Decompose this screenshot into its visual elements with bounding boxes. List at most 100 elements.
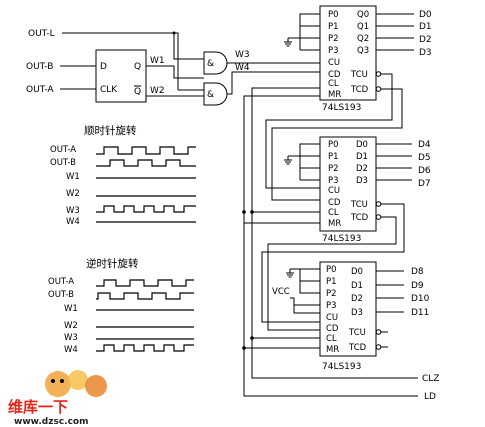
c2-pin-tcd: TCD [350,213,369,223]
c3-pin-cl: CL [326,334,337,344]
cw-wave-out-a [96,146,196,155]
and-gate-2-symbol: & [207,90,214,100]
c1-pin-q0: Q0 [357,10,369,20]
timing-cw-waves [96,146,196,223]
c2-out-d7: D7 [418,179,431,189]
c1-pin-cl: CL [328,79,339,89]
c2-tcd-bubble [375,214,382,220]
c3-out-d8: D8 [411,267,424,277]
wire-c2-tcu-c3-cu [261,203,405,323]
c2-pin-p2: P2 [328,164,339,174]
flipflop-box [95,49,147,103]
cw-wave-w3 [96,205,196,213]
c2-pin-mr: MR [328,219,341,229]
watermark-logo: 维库一下 www.dzsc.com [8,370,107,427]
c1-pin-p2: P2 [328,34,339,44]
ff-q-pin: Q [134,62,141,72]
c2-pin-d1: D1 [356,152,368,162]
counter2-part-label: 74LS193 [322,234,361,244]
c2-pin-cd: CD [328,198,341,208]
counter3-outputs: D8 D9 D10 D11 [376,267,430,318]
c3-out-d10: D10 [411,294,430,304]
timing-ccw-labels: OUT-A OUT-B W1 W2 W3 W4 [48,277,78,355]
c1-pin-tcd: TCD [350,85,369,95]
c3-pin-cd: CD [326,324,339,334]
c2-tcu-bubble [375,201,382,207]
watermark-brand: 维库一下 [8,398,68,416]
c2-ground-icon [284,155,300,165]
c1-preset-wires [299,13,320,51]
ccw-wave-out-b [96,292,194,300]
counter2-outputs: D4 D5 D6 D7 [376,140,431,189]
ccw-wave-w4 [96,344,194,352]
cw-wave-out-b [96,159,196,167]
ff-clk-pin: CLK [100,85,118,95]
wire-w1 [146,65,204,79]
wire-clz-bus [251,87,418,379]
c1-pin-cu: CU [328,58,340,68]
counter3-right-pins: D0 D1 D2 D3 TCU TCD [348,267,367,353]
cw-label-w3: W3 [66,206,80,216]
timing-cw-title: 顺时针旋转 [84,124,137,137]
ff-d-pin: D [100,62,107,72]
w1-label: W1 [150,56,165,66]
counter3-box [319,261,377,357]
counter1-part-label: 74LS193 [322,103,361,113]
wire-out-l-branch [174,32,179,90]
input-out-a-label: OUT-A [26,85,54,95]
c3-pin-tcu: TCU [348,328,366,338]
c3-pin-p0: P0 [326,265,337,275]
c3-vcc-wires [290,297,320,314]
ccw-label-out-a: OUT-A [48,277,74,287]
ccw-label-out-b: OUT-B [48,290,74,300]
counter1-left-pins: P0 P1 P2 P3 CU CD CL MR [328,10,341,100]
wire-c2-tcd-c3-cd [267,216,397,331]
cw-label-out-a: OUT-A [50,145,76,155]
counter2-left-pins: P0 P1 P2 P3 CU CD CL MR [328,140,341,229]
cw-label-w4: W4 [66,217,80,227]
w4-label: W4 [235,63,250,73]
wire-c3-cl-mr [244,337,320,349]
ccw-label-w1: W1 [64,304,78,314]
c1-pin-mr: MR [328,90,341,100]
clz-label: CLZ [422,374,439,384]
counter3-left-pins: P0 P1 P2 P3 CU CD CL MR [326,265,339,355]
c1-out-d0: D0 [419,10,432,20]
wire-out-l [62,32,204,60]
c1-pin-tcu: TCU [350,70,368,80]
c1-tcu-bubble [375,71,382,77]
counter3-part-label: 74LS193 [322,362,361,372]
wire-c2-cl-mr [244,211,320,224]
w3-label: W3 [235,50,250,60]
c3-tcu-bubble [375,329,382,335]
wire-c1-tcd-c2-cd [271,88,403,201]
c1-pin-q1: Q1 [357,22,369,32]
and-gate-2 [203,82,228,106]
ccw-label-w3: W3 [64,333,78,343]
cw-label-w2: W2 [66,189,80,199]
c1-pin-q3: Q3 [357,46,369,56]
c2-preset-wires [299,143,320,181]
c2-pin-p3: P3 [328,176,339,186]
counter1-box [319,5,377,101]
c3-vcc-label: VCC [272,287,290,297]
c3-ground-icon [286,269,294,278]
c1-tcd-bubble [375,86,382,92]
c2-out-d5: D5 [418,153,431,163]
ccw-label-w4: W4 [64,345,78,355]
and-gate-1 [203,51,228,75]
and-gate-1-symbol: & [207,59,214,69]
ccw-wave-out-a [96,279,194,287]
watermark-url: www.dzsc.com [14,417,88,427]
c3-preset-wires [290,268,320,294]
wire-ld-bus [243,95,418,397]
c1-pin-p3: P3 [328,46,339,56]
ff-qbar-pin: Q [134,87,141,97]
c1-pin-q2: Q2 [357,34,369,44]
c2-pin-p0: P0 [328,140,339,150]
c3-tcd-bubble [375,344,382,350]
c1-pin-p0: P0 [328,10,339,20]
wire-w4 [227,71,320,95]
c3-pin-p3: P3 [326,301,337,311]
